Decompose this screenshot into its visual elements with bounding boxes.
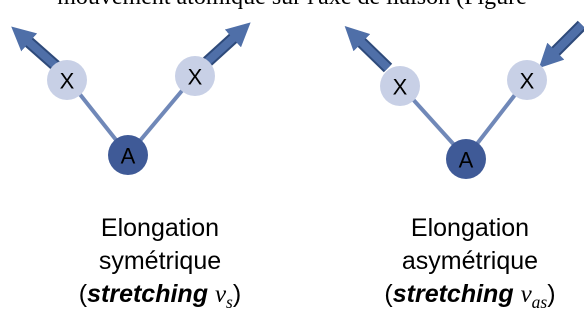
atom-a-center (446, 139, 486, 179)
top-text-fragment: mouvement atomique sur l'axe de liaison … (0, 0, 584, 11)
atom-a-center-label: A (459, 148, 474, 173)
caption-asymmetric-line2: asymétrique (401, 247, 539, 275)
arrow-left-outward (11, 26, 60, 71)
atom-a-center (108, 135, 148, 175)
atom-x-right (507, 60, 547, 100)
atom-a-center-label: A (121, 144, 136, 169)
caption-asymmetric: Elongation asymétrique (stretching νas) (350, 212, 584, 319)
caption-symmetric: Elongation symétrique (stretching νs) (40, 212, 280, 319)
caption-symmetric-line1: Elongation (100, 214, 220, 242)
arrow-left-outward (344, 25, 393, 73)
atom-x-left (380, 66, 420, 106)
arrow-right-inward (538, 20, 584, 69)
caption-asymmetric-line1: Elongation (410, 214, 530, 242)
atom-x-right (175, 56, 215, 96)
atom-x-left-label: X (60, 69, 75, 94)
caption-symmetric-line2: symétrique (98, 247, 222, 275)
caption-asymmetric-stretching: stretching (392, 280, 514, 308)
caption-symmetric-stretching: stretching (87, 280, 208, 308)
caption-asymmetric-sub: as (531, 292, 548, 312)
atom-x-right-label: X (188, 65, 203, 90)
atom-x-left (47, 60, 87, 100)
caption-asymmetric-line3: (stretching νas) (384, 280, 556, 312)
symmetric-molecule: X X A (11, 22, 251, 175)
atom-x-right-label: X (520, 69, 535, 94)
atom-x-left-label: X (393, 75, 408, 100)
caption-symmetric-sub: s (226, 292, 233, 312)
caption-asymmetric-nu: ν (520, 281, 532, 308)
asymmetric-molecule: X X A (344, 20, 584, 179)
caption-symmetric-line3: (stretching νs) (78, 280, 242, 312)
caption-symmetric-nu: ν (214, 281, 227, 308)
arrow-right-outward (202, 22, 251, 67)
